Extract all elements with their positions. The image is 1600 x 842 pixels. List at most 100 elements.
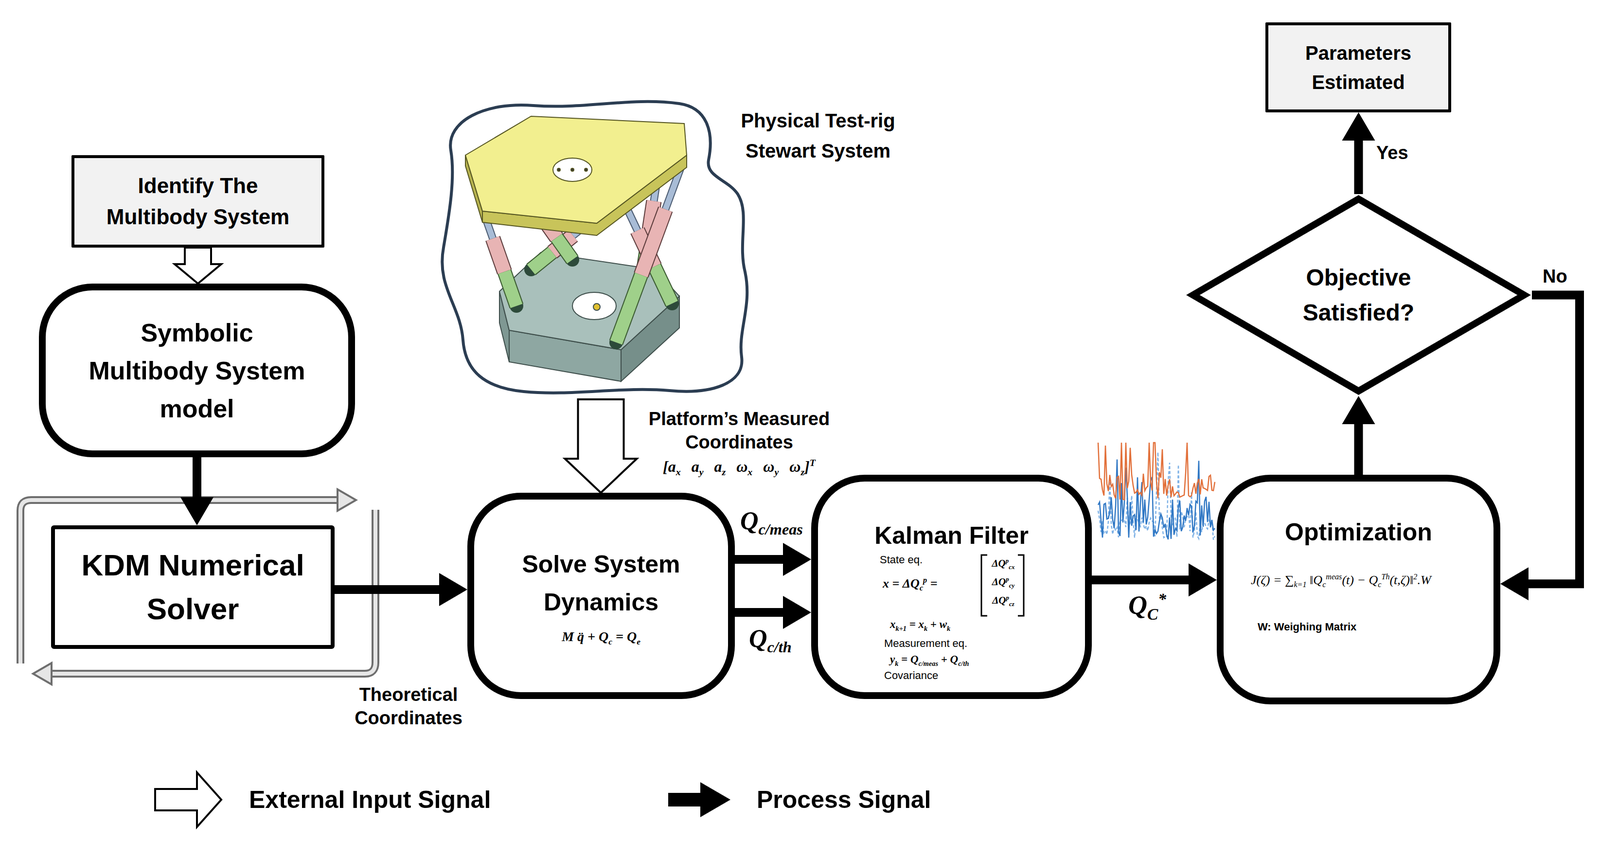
edge-label: Yes <box>1376 142 1425 165</box>
legend-text: Process Signal <box>756 784 1049 815</box>
arrow-head <box>1500 567 1529 601</box>
leg-base <box>654 266 673 304</box>
connector-arrow <box>174 247 222 284</box>
connector-arrow <box>734 542 812 576</box>
outline-shape <box>1192 198 1525 392</box>
subscript: cx <box>1008 563 1015 571</box>
node-text: Measurement eq. <box>884 637 1031 650</box>
leg-cyl <box>640 209 666 275</box>
node-text: M q̈ + Qc = Qe <box>489 627 713 646</box>
superscript: 2 <box>1413 572 1418 581</box>
bracket <box>981 554 988 616</box>
subscript: c/meas <box>758 520 803 538</box>
connector-arrow <box>565 399 638 493</box>
leg-base <box>616 274 641 343</box>
arrow-head <box>782 542 812 576</box>
leg-base <box>504 271 517 306</box>
connector-arrow <box>1342 395 1376 475</box>
subscript: C <box>1147 604 1158 623</box>
node-title: Kalman Filter <box>820 520 1083 551</box>
plate-dot <box>584 168 588 172</box>
arrow-head <box>782 595 812 629</box>
edge-label: Qc/meas <box>740 505 812 536</box>
connector-line <box>734 554 785 564</box>
leg <box>484 215 517 306</box>
legend-text: External Input Signal <box>248 784 590 815</box>
node-text: xk+1 = xk + wk <box>889 617 1036 632</box>
process-box: Kalman FilterState eq.x = ΔQcp =ΔQpcxΔQp… <box>811 474 1092 699</box>
solver-loop <box>20 489 376 685</box>
process-box: OptimizationJ(ζ) = ∑k=1 ‖Qcmeas(t) − QcT… <box>1216 474 1501 705</box>
leg-cyl <box>492 238 505 272</box>
edge-label: Qc/th <box>748 623 808 654</box>
plate-top <box>465 116 687 224</box>
node-title: Symbolic Multibody System model <box>82 313 312 428</box>
edge-label: Theoretical Coordinates <box>350 683 467 730</box>
leg-base <box>556 237 573 260</box>
arrow-head <box>1342 112 1376 141</box>
legend-samples <box>155 772 731 827</box>
base-hole <box>572 292 617 320</box>
hollow-arrow <box>565 399 638 493</box>
plate-dot <box>570 168 574 172</box>
subscript: e <box>636 637 641 647</box>
edge-label: No <box>1542 265 1577 288</box>
subscript: k=1 <box>1293 580 1307 589</box>
subscript: c <box>919 583 924 592</box>
connector-arrow <box>1091 563 1217 597</box>
node-text: W: Weighing Matrix <box>1257 620 1462 634</box>
subscript: x <box>675 466 681 478</box>
arrow-head <box>180 497 214 526</box>
superscript: p <box>1005 575 1010 583</box>
connector-line <box>1354 422 1364 475</box>
superscript: meas <box>1325 572 1342 581</box>
node-title: Optimization <box>1226 517 1491 547</box>
process-box: Solve System DynamicsM q̈ + Qc = Qe <box>467 492 735 699</box>
node-title: Identify The Multibody System <box>93 170 303 233</box>
node-text: ΔQpcz <box>986 594 1021 607</box>
output-box: Parameters Estimated <box>1265 22 1452 113</box>
connector-arrow <box>180 457 214 526</box>
solid-arrow-sample <box>668 782 731 818</box>
hollow-arrow-sample <box>155 772 222 827</box>
leg-cyl <box>640 209 666 275</box>
node-text: State eq. <box>879 553 978 567</box>
diamond-outline <box>1185 194 1532 396</box>
connector-arrow <box>1500 295 1580 601</box>
superscript: T <box>809 457 816 468</box>
hollow-arrow <box>174 247 222 284</box>
connector-arrow <box>1342 112 1376 195</box>
arrow-head <box>1188 563 1217 597</box>
subscript: k <box>894 659 899 668</box>
plot-line <box>1098 442 1215 500</box>
input-box: Identify The Multibody System <box>71 155 325 248</box>
subscript: cy <box>1009 581 1015 589</box>
loop-track <box>50 509 376 674</box>
subscript: z <box>800 466 805 478</box>
node-text: ΔQpcy <box>986 575 1021 588</box>
connector-line <box>734 607 785 617</box>
node-title: Objective Satisfied? <box>1278 260 1440 331</box>
connector-line <box>334 585 441 594</box>
connector-line <box>1354 139 1364 195</box>
subscript: k+1 <box>895 624 907 633</box>
node-text: x = ΔQcp = <box>882 575 980 591</box>
loop-track <box>20 499 341 664</box>
subscript: y <box>699 466 704 478</box>
decision-diamond: Objective Satisfied? <box>1185 194 1532 396</box>
test-rig-outline: Physical Test-rig Stewart System <box>426 96 918 400</box>
node-text: J(ζ) = ∑k=1 ‖Qcmeas(t) − QcTh(t,ζ)‖2.W <box>1250 571 1490 589</box>
loop-track <box>20 499 341 664</box>
connector-line <box>1527 295 1580 585</box>
superscript: * <box>1157 589 1167 608</box>
leg-base <box>531 252 553 270</box>
loop-track <box>50 509 376 674</box>
superscript: p <box>923 575 927 585</box>
subscript: c/meas <box>918 659 939 668</box>
subscript: c <box>1322 580 1326 589</box>
subscript: c <box>608 637 613 647</box>
leg-cyl <box>492 238 505 272</box>
subscript: y <box>774 466 779 478</box>
subscript: k <box>924 624 928 633</box>
